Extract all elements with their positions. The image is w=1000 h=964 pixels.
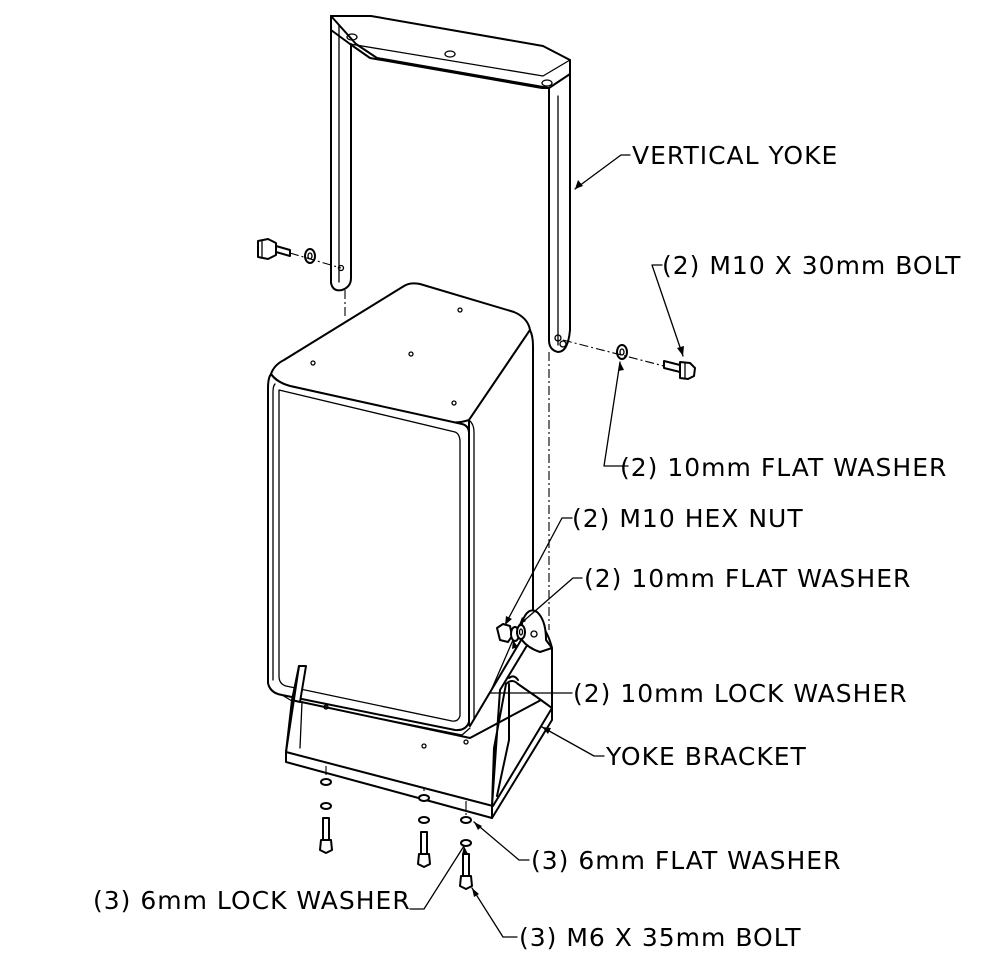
label-vertical-yoke: VERTICAL YOKE bbox=[632, 141, 838, 170]
label-yoke-bracket: YOKE BRACKET bbox=[605, 742, 807, 771]
label-flat-washer-6: (3) 6mm FLAT WASHER bbox=[531, 846, 841, 875]
flat-washer-right bbox=[616, 344, 628, 360]
flat-washer-left bbox=[304, 248, 316, 264]
pivot-hardware bbox=[496, 623, 526, 643]
m6-hardware-right bbox=[459, 816, 473, 890]
label-lock-washer-10: (2) 10mm LOCK WASHER bbox=[573, 679, 908, 708]
label-m6-bolt: (3) M6 X 35mm BOLT bbox=[519, 923, 801, 952]
vertical-yoke bbox=[330, 15, 571, 353]
label-lock-washer-6: (3) 6mm LOCK WASHER bbox=[93, 886, 411, 915]
m10-bolt-left bbox=[257, 238, 291, 260]
label-flat-washer-10-lower: (2) 10mm FLAT WASHER bbox=[584, 564, 911, 593]
leader-lines bbox=[409, 154, 684, 938]
yoke-bracket bbox=[285, 609, 553, 819]
speaker-cabinet bbox=[267, 282, 534, 736]
m10-bolt-right bbox=[663, 360, 696, 380]
label-hex-nut: (2) M10 HEX NUT bbox=[572, 504, 804, 533]
m6-hardware-center bbox=[417, 794, 431, 868]
label-m10-bolt: (2) M10 X 30mm BOLT bbox=[662, 251, 961, 280]
label-flat-washer-10-upper: (2) 10mm FLAT WASHER bbox=[620, 453, 947, 482]
m6-hardware-left bbox=[319, 778, 333, 854]
